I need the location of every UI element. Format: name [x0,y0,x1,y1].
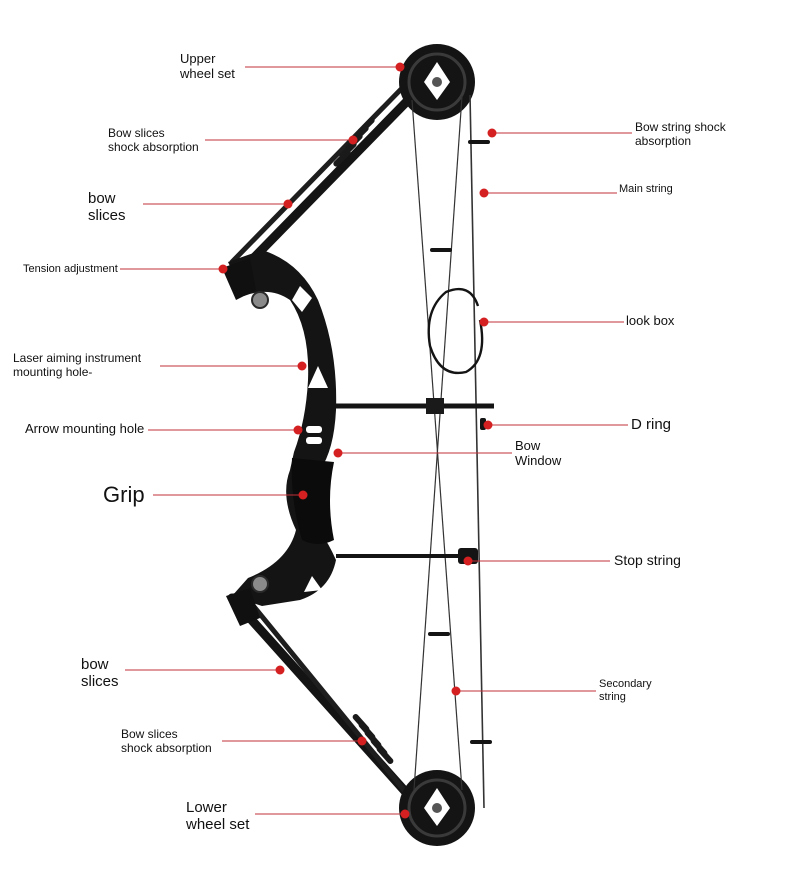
bow-body [222,77,425,813]
upper-limb-pocket [222,258,256,300]
lower-tension-bolt-icon [251,575,269,593]
upper-cam [399,44,475,120]
marker-grip [298,490,308,500]
strings [411,94,485,809]
marker-lower-wheel [400,809,410,819]
marker-string-shock [487,128,497,138]
upper-limb-inner [229,77,413,265]
marker-upper-shock [348,135,358,145]
marker-laser [297,361,307,371]
main-string-line [469,94,485,809]
label-grip: Grip [103,482,145,507]
label-bow-slices-shock-upper: Bow slices shock absorption [108,126,199,154]
label-bow-slices-upper: bow slices [88,190,126,225]
label-upper-wheel-set: Upper wheel set [180,51,235,81]
label-look-box: look box [626,313,675,328]
lower-limb-dampener [352,714,394,764]
marker-look-box [479,317,489,327]
riser [228,250,337,606]
grip-panel [291,458,334,544]
label-d-ring: D ring [631,416,672,433]
lower-cam [399,770,475,846]
cable-slides [428,140,492,744]
riser-cutouts [292,286,328,592]
marker-d-ring [483,420,493,430]
marker-lower-shock [357,736,367,746]
marker-stop-string [463,556,473,566]
cable-b [413,95,463,791]
label-bow-window: Bow Window [515,438,562,468]
marker-main-string [479,188,489,198]
label-secondary-string: Secondary string [599,678,652,703]
marker-secondary-string [451,686,461,696]
marker-dots [218,62,497,819]
cable-a [411,99,463,791]
leader-lines [120,66,632,815]
label-main-string: Main string [619,183,673,195]
stop-string-bumper [458,548,478,564]
marker-bow-window [333,448,343,458]
label-lower-wheel-set: Lower wheel set [186,799,250,834]
marker-arrow-hole [293,425,303,435]
label-stop-string: Stop string [614,552,681,568]
marker-tension [218,264,228,274]
label-bow-slices-shock-lower: Bow slices shock absorption [121,727,212,755]
arrow-rest-block [426,398,444,414]
label-bow-string-shock: Bow string shock absorption [635,120,726,148]
marker-upper-wheel [395,62,405,72]
lower-limb-pocket [226,588,260,626]
upper-limb [235,83,425,277]
label-laser-mounting: Laser aiming instrument mounting hole- [13,351,142,379]
marker-upper-slices [283,199,293,209]
lower-limb-inner [239,589,415,803]
label-bow-slices-lower: bow slices [81,656,119,691]
label-arrow-mounting-hole: Arrow mounting hole [25,421,145,436]
marker-lower-slices [275,665,285,675]
label-tension-adjustment: Tension adjustment [23,263,118,275]
upper-tension-bolt-icon [251,291,269,309]
look-box-loop [427,287,484,375]
